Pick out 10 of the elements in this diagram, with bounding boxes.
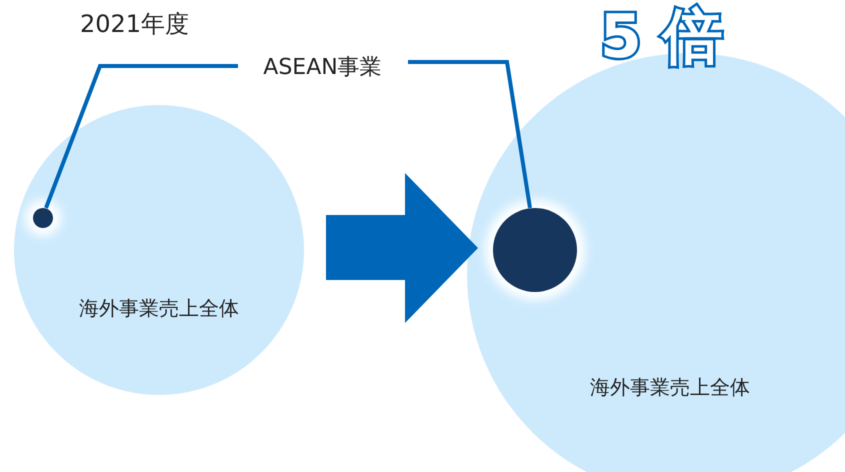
circle-label: 海外事業売上全体 (79, 296, 239, 320)
year-label: 2021年度 (80, 9, 190, 40)
circle-label: 海外事業売上全体 (590, 375, 750, 399)
dot (33, 208, 53, 228)
leader-label: ASEAN事業 (240, 54, 405, 82)
dot (493, 208, 577, 292)
leader-line (408, 60, 532, 208)
multiplier-label: 5 倍 (600, 4, 723, 70)
block-arrow (326, 173, 478, 323)
leader-line (44, 64, 238, 209)
